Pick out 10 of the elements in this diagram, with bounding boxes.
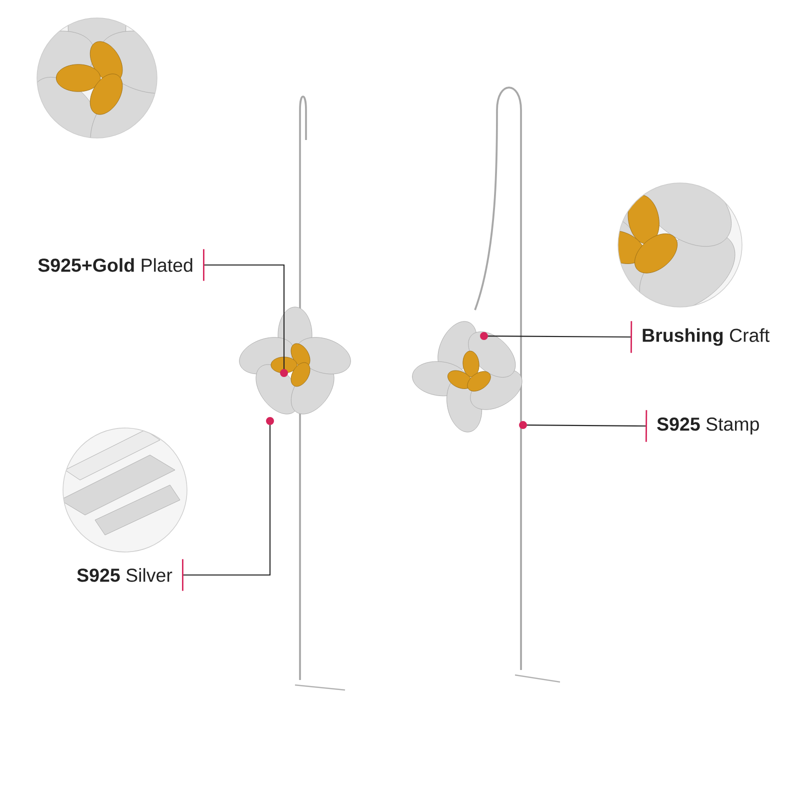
callout-label: S925+Gold Plated [38, 258, 192, 272]
leader-line [519, 410, 648, 442]
flower-drawing [412, 321, 522, 432]
leader-line [182, 417, 274, 591]
callout-label: S925 Silver [77, 568, 172, 582]
callout-label: Brushing Craft [642, 328, 770, 346]
leader-line [480, 321, 632, 353]
leader-line [203, 249, 288, 377]
flower-drawing [239, 306, 351, 414]
callout-label: S925 Stamp [657, 418, 759, 434]
